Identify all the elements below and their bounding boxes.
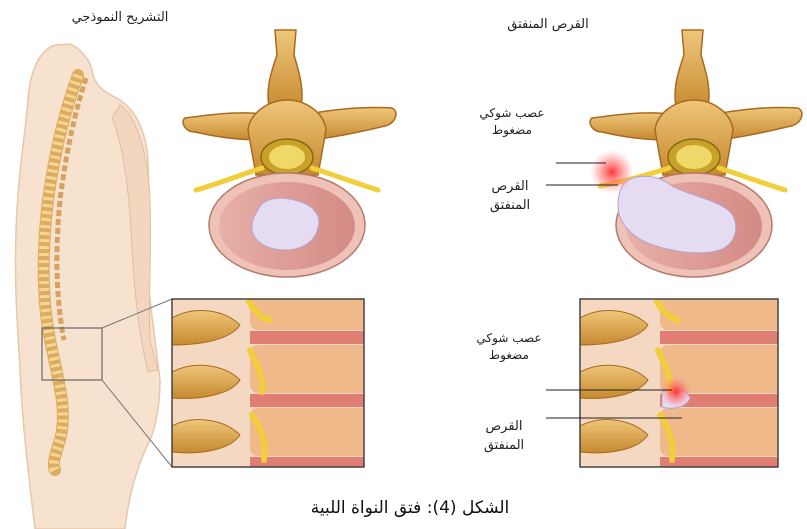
- normal-side-view: [172, 292, 380, 500]
- herniated-disc-label-top: القرص المنفتق: [470, 178, 550, 216]
- herniated-side-view: [580, 292, 790, 500]
- inflammation-glow-bottom: [660, 376, 692, 408]
- human-body-figure: [15, 44, 172, 529]
- normal-vertebra-cross-section: [183, 30, 396, 277]
- normal-anatomy-title: التشريح النموذجي: [52, 9, 188, 28]
- inflammation-glow-top: [590, 150, 634, 194]
- pinched-nerve-label-bottom: عصب شوكي مضغوط: [464, 330, 554, 365]
- herniated-vertebra-cross-section: [590, 30, 802, 277]
- herniated-disc-title: القرص المنفتق: [488, 16, 608, 35]
- figure-caption: الشكل (4): فتق النواة اللبية: [250, 496, 570, 521]
- pinched-nerve-label-top: عصب شوكي مضغوط: [464, 105, 560, 140]
- herniated-disc-label-bottom: القرص المنفتق: [462, 418, 546, 456]
